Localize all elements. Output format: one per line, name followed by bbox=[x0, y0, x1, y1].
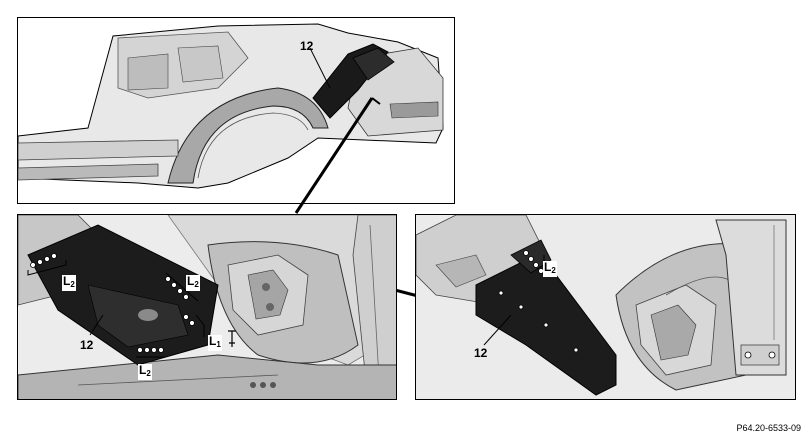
label-sub: 2 bbox=[146, 369, 151, 378]
label-sub: 2 bbox=[551, 266, 556, 275]
label-sub: 2 bbox=[70, 280, 75, 289]
overview-body-illustration bbox=[18, 23, 444, 189]
figure-reference-code: P64.20-6533-09 bbox=[736, 423, 801, 433]
detail-right-illustration bbox=[416, 215, 795, 399]
part-callout-12-detail-left: 12 bbox=[80, 338, 94, 352]
label-main: L bbox=[209, 334, 217, 348]
detail-left-illustration bbox=[18, 215, 396, 399]
weld-label-l2-upper: L2 bbox=[186, 275, 200, 291]
weld-label-l2-right: L2 bbox=[543, 261, 557, 277]
label-main: L bbox=[139, 363, 147, 377]
weld-label-l2-bottom: L2 bbox=[138, 364, 152, 380]
weld-label-l2-left: L2 bbox=[62, 275, 76, 291]
part-callout-12-overview: 12 bbox=[300, 39, 314, 53]
label-sub: 1 bbox=[216, 340, 221, 349]
label-main: L bbox=[187, 274, 195, 288]
detail-panel-left: 12 L2 L2 L1 L2 bbox=[17, 214, 397, 400]
detail-panel-right: 12 L2 bbox=[415, 214, 796, 400]
weld-label-l1: L1 bbox=[208, 335, 222, 351]
label-sub: 2 bbox=[194, 280, 199, 289]
label-main: L bbox=[63, 274, 71, 288]
overview-panel: 12 bbox=[17, 17, 455, 204]
label-main: L bbox=[544, 260, 552, 274]
part-callout-12-detail-right: 12 bbox=[474, 346, 488, 360]
